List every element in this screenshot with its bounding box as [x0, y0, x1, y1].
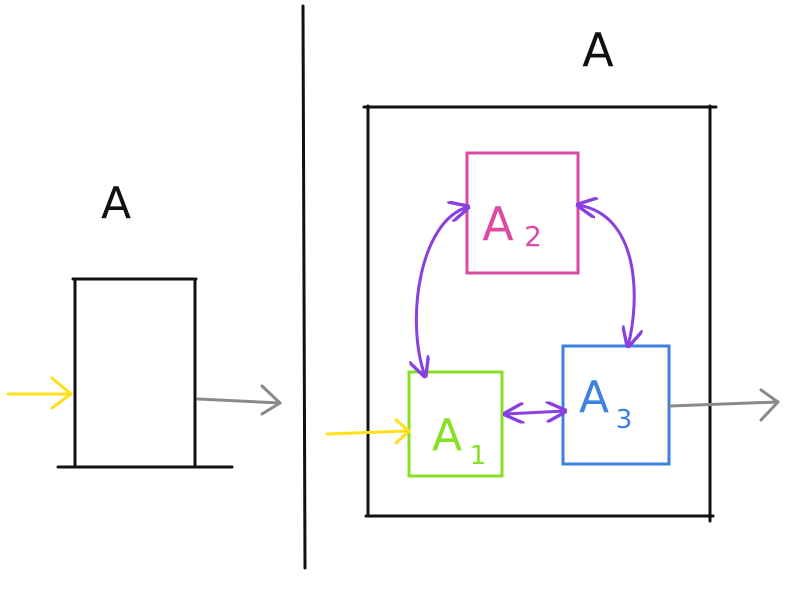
link-a2-a1 [416, 207, 468, 376]
outer-block [362, 104, 718, 523]
node-a1: A 1 [407, 370, 504, 478]
panel-divider [301, 4, 307, 570]
node-a1-subscript: 1 [470, 441, 487, 471]
left-title: A [101, 178, 131, 229]
link-a1-a3 [505, 411, 565, 414]
right-title: A [582, 23, 614, 77]
left-block [56, 277, 234, 469]
right-input-arrow [325, 418, 411, 445]
node-a2-subscript: 2 [524, 220, 542, 253]
node-a2: A 2 [465, 151, 580, 275]
left-output-arrow [196, 384, 282, 416]
link-a2-a3 [578, 205, 634, 346]
node-a3-subscript: 3 [616, 405, 633, 435]
node-a1-label: A [432, 410, 462, 461]
left-input-arrow [6, 376, 73, 410]
node-a3-label: A [579, 372, 609, 423]
node-a2-label: A [482, 197, 514, 251]
node-a3: A 3 [561, 344, 671, 466]
right-output-arrow [668, 388, 780, 422]
